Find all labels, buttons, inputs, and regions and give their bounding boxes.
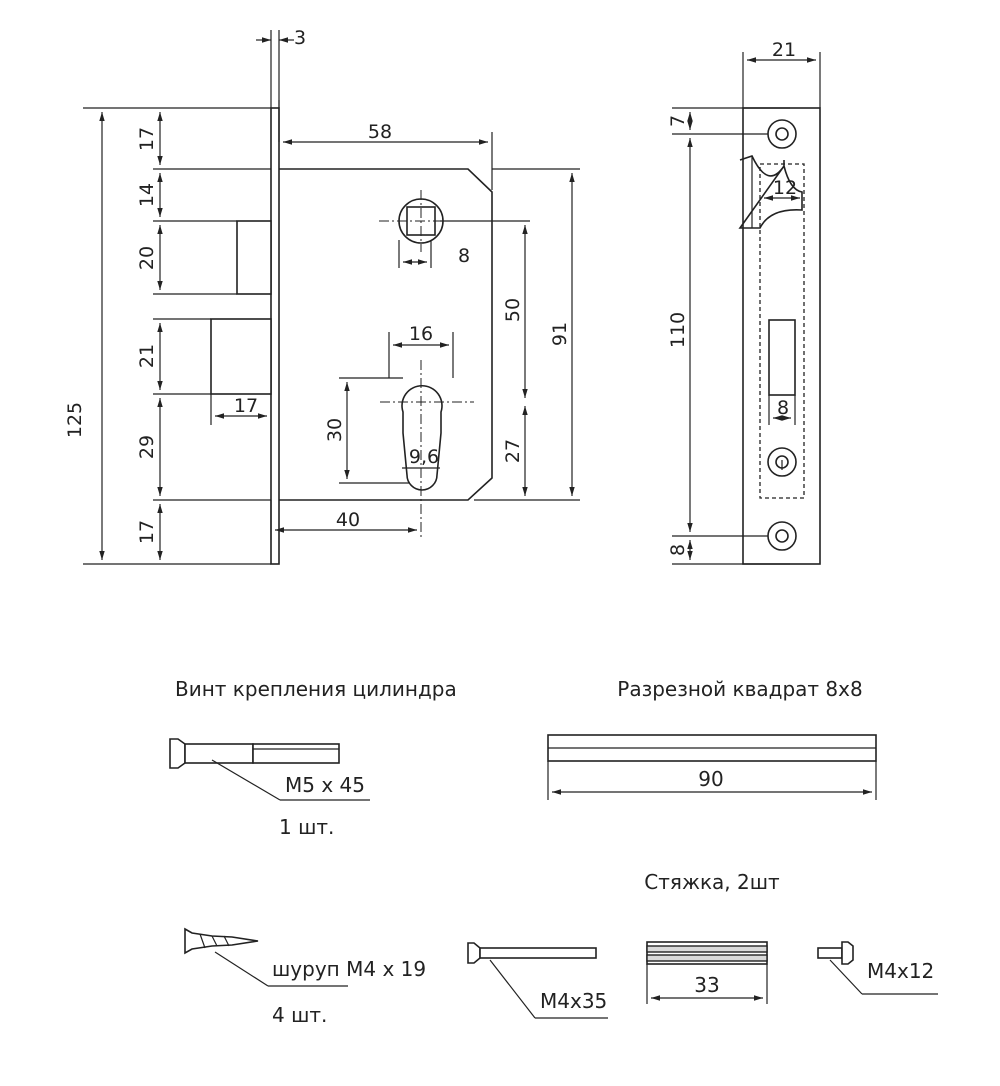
dim-latch-slot-width: 8 (777, 397, 789, 419)
dim-deadbolt-height: 21 (136, 344, 158, 368)
dim-top-hole-offset: 7 (667, 115, 689, 127)
dim-spindle-to-bottom: 29 (136, 435, 158, 459)
front-extension-lines (83, 30, 580, 565)
dim-case-height: 91 (549, 322, 571, 346)
dim-cylinder-height: 30 (324, 418, 346, 442)
cylinder-screw-title: Винт крепления цилиндра (175, 677, 457, 701)
lock-case (279, 168, 493, 501)
cylinder-screw-size: M5 x 45 (285, 773, 365, 797)
part-wood-screw: шуруп M4 x 19 4 шт. (184, 927, 426, 1027)
side-dimension-lines (687, 57, 816, 560)
part-connector: Стяжка, 2шт M4x35 33 M4x12 (467, 870, 938, 1019)
dim-cylinder-backset: 40 (336, 509, 360, 531)
middle-screw-hole (767, 447, 797, 477)
dim-bottom-offset: 17 (136, 520, 158, 544)
cylinder-hole (401, 385, 443, 491)
dim-total-height: 125 (64, 402, 86, 438)
side-view: 21 7 12 110 8 8 (667, 39, 821, 565)
front-dimension-lines (99, 37, 575, 560)
wood-screw-qty: 4 шт. (272, 1003, 327, 1027)
dim-deadbolt-projection: 17 (234, 395, 258, 417)
dim-top-offset: 17 (136, 127, 158, 151)
faceplate (270, 107, 280, 565)
connector-short-bolt-size: M4x12 (867, 959, 934, 983)
wood-screw-size: шуруп M4 x 19 (272, 957, 426, 981)
dim-bottom-hole-offset: 8 (667, 544, 689, 556)
connector-bolt-size: M4x35 (540, 989, 607, 1013)
part-cylinder-screw: Винт крепления цилиндра M5 x 45 1 шт. (169, 677, 457, 839)
connector-sleeve-length: 33 (694, 973, 719, 997)
dim-faceplate-thickness: 3 (294, 27, 306, 49)
cylinder-screw-qty: 1 шт. (279, 815, 334, 839)
latch-slot (768, 319, 796, 396)
top-screw-hole (767, 119, 797, 149)
split-spindle-length: 90 (698, 767, 723, 791)
deadbolt (210, 318, 272, 395)
part-split-spindle: Разрезной квадрат 8х8 90 (547, 677, 877, 800)
connector-title: Стяжка, 2шт (644, 870, 780, 894)
split-spindle-title: Разрезной квадрат 8х8 (617, 677, 862, 701)
case-outline (759, 163, 805, 499)
dim-cylinder-to-bottom: 27 (502, 439, 524, 463)
dim-latch-height: 20 (136, 246, 158, 270)
latch-bolt (236, 220, 272, 295)
bottom-screw-hole (767, 521, 797, 551)
dim-backset: 58 (368, 121, 392, 143)
dim-cylinder-width: 16 (409, 323, 433, 345)
dim-center-distance: 50 (502, 298, 524, 322)
dim-hole-distance: 110 (667, 312, 689, 348)
side-extension-lines (672, 52, 821, 565)
dim-cylinder-hole: 9,6 (409, 446, 439, 468)
dim-plate-width: 21 (772, 39, 796, 61)
front-view: 3 58 125 17 14 20 21 29 17 17 16 30 8 9,… (64, 27, 580, 565)
dim-spindle-size: 8 (458, 245, 470, 267)
dim-slot-width: 12 (773, 177, 797, 199)
dim-latch-gap: 14 (136, 183, 158, 207)
